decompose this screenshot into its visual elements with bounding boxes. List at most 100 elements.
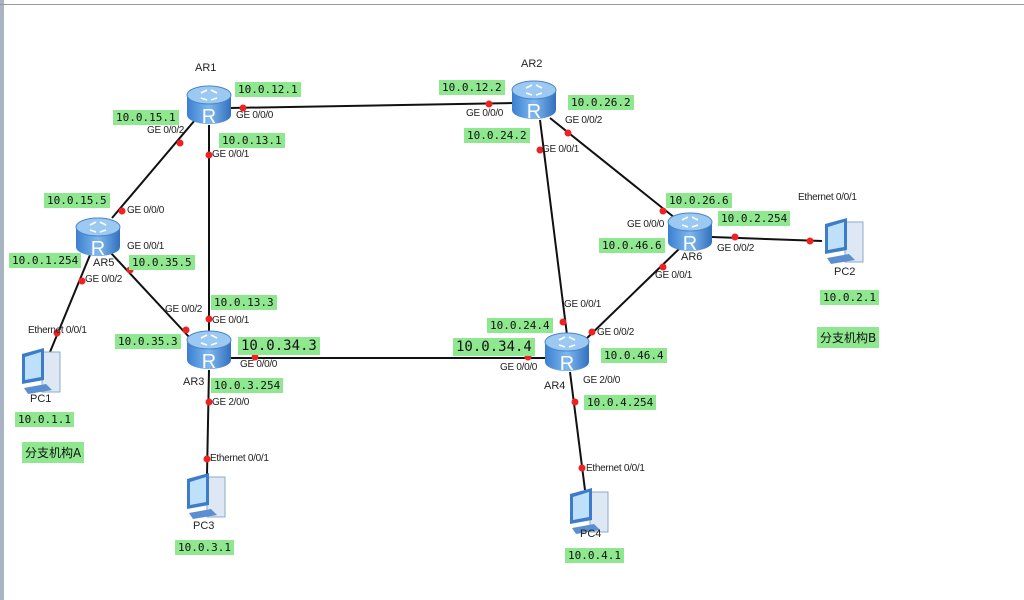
ip-label[interactable]: 10.0.26.2 xyxy=(568,95,634,110)
ip-label[interactable]: 10.0.24.2 xyxy=(464,128,530,143)
ip-label[interactable]: 10.0.34.3 xyxy=(238,337,320,355)
router-ar2[interactable]: R xyxy=(510,78,558,127)
router-ar3[interactable]: R xyxy=(185,328,233,377)
port-dot xyxy=(731,233,739,241)
router-ar5[interactable]: R xyxy=(74,215,122,264)
window-border xyxy=(0,0,4,600)
port-label: GE 0/0/1 xyxy=(564,299,602,310)
ip-label[interactable]: 10.0.35.3 xyxy=(115,334,181,349)
port-dot xyxy=(659,263,667,271)
port-dot xyxy=(536,146,544,154)
ip-label[interactable]: 10.0.24.4 xyxy=(487,318,553,333)
pc-pc2[interactable] xyxy=(819,216,869,271)
pc-pc4[interactable] xyxy=(564,486,614,541)
ip-label[interactable]: 10.0.46.6 xyxy=(599,238,665,253)
port-label: GE 0/0/1 xyxy=(655,270,693,281)
port-dot xyxy=(205,315,213,323)
router-icon: R xyxy=(544,332,590,375)
router-glyph: R xyxy=(527,101,541,122)
port-label: GE 0/0/2 xyxy=(165,304,203,315)
router-icon: R xyxy=(186,330,232,373)
port-label: Ethernet 0/0/1 xyxy=(28,325,87,336)
pc-icon xyxy=(570,488,609,534)
link[interactable] xyxy=(539,119,568,336)
ip-label[interactable]: 10.0.12.1 xyxy=(235,82,301,97)
device-name: PC3 xyxy=(193,520,215,532)
port-label: GE 0/0/1 xyxy=(542,144,580,155)
port-label: GE 0/0/2 xyxy=(147,125,185,136)
port-label: GE 2/0/0 xyxy=(212,397,250,408)
pc-icon xyxy=(22,348,61,394)
ip-label[interactable]: 10.0.46.4 xyxy=(601,348,667,363)
port-dot xyxy=(182,326,190,334)
port-label: Ethernet 0/0/1 xyxy=(586,463,645,474)
port-label: GE 2/0/0 xyxy=(583,375,621,386)
device-name: PC1 xyxy=(30,393,52,405)
router-ar1[interactable]: R xyxy=(185,83,233,132)
port-dot xyxy=(78,277,86,285)
ip-label[interactable]: 10.0.34.4 xyxy=(453,338,535,356)
pc-pc1[interactable] xyxy=(16,346,66,401)
ip-label[interactable]: 10.0.35.5 xyxy=(129,255,195,270)
ip-label[interactable]: 10.0.13.1 xyxy=(219,133,285,148)
ip-label[interactable]: 10.0.3.1 xyxy=(175,540,234,555)
link[interactable] xyxy=(229,102,516,109)
device-name: AR1 xyxy=(195,62,217,74)
router-ar6[interactable]: R xyxy=(666,210,714,259)
link[interactable] xyxy=(569,371,586,491)
port-dot xyxy=(806,237,814,245)
port-label: GE 0/0/0 xyxy=(466,108,504,119)
ip-label[interactable]: 10.0.15.5 xyxy=(44,193,110,208)
router-glyph: R xyxy=(202,106,216,127)
ip-label[interactable]: 10.0.26.6 xyxy=(666,193,732,208)
port-label: GE 0/0/0 xyxy=(127,205,165,216)
port-dot xyxy=(559,318,567,326)
port-label: GE 0/0/0 xyxy=(627,219,665,230)
port-dot xyxy=(239,104,247,112)
ip-label[interactable]: 10.0.2.1 xyxy=(820,290,879,305)
ip-label[interactable]: 10.0.12.2 xyxy=(439,80,505,95)
link[interactable] xyxy=(109,251,191,339)
ip-label[interactable]: 10.0.1.254 xyxy=(9,253,82,268)
ip-label[interactable]: 10.0.1.1 xyxy=(15,412,74,427)
pc-icon xyxy=(825,218,864,264)
port-label: GE 0/0/1 xyxy=(127,241,165,252)
port-dot xyxy=(485,100,493,108)
port-label: GE 0/0/2 xyxy=(565,115,603,126)
port-dot xyxy=(205,398,213,406)
port-dot xyxy=(176,139,184,147)
port-label: GE 0/0/2 xyxy=(85,274,123,285)
ip-label[interactable]: 10.0.15.1 xyxy=(113,110,179,125)
router-icon: R xyxy=(186,85,232,128)
router-ar4[interactable]: R xyxy=(543,330,591,379)
ip-label[interactable]: 10.0.13.3 xyxy=(211,295,277,310)
ip-label[interactable]: 10.0.4.1 xyxy=(565,548,624,563)
router-glyph: R xyxy=(202,351,216,372)
port-dot xyxy=(53,329,61,337)
pc-pc3[interactable] xyxy=(181,471,231,526)
port-label: GE 0/0/0 xyxy=(236,110,274,121)
site-label[interactable]: 分支机构B xyxy=(817,327,880,348)
port-dot xyxy=(203,455,211,463)
port-dot xyxy=(118,207,126,215)
port-label: Ethernet 0/0/1 xyxy=(798,192,857,203)
ip-label[interactable]: 10.0.2.254 xyxy=(718,211,791,226)
port-label: GE 0/0/0 xyxy=(500,362,538,373)
link[interactable] xyxy=(49,254,91,353)
ip-label[interactable]: 10.0.4.254 xyxy=(584,395,657,410)
port-dot xyxy=(571,398,579,406)
ip-label[interactable]: 10.0.3.254 xyxy=(211,378,284,393)
router-icon: R xyxy=(511,80,557,123)
link[interactable] xyxy=(711,236,823,242)
port-dot xyxy=(588,328,596,336)
router-icon: R xyxy=(667,212,713,255)
port-label: GE 0/0/1 xyxy=(212,149,250,160)
link[interactable] xyxy=(584,247,681,341)
link[interactable] xyxy=(111,119,196,219)
device-name: AR2 xyxy=(521,58,543,70)
port-label: GE 0/0/0 xyxy=(240,359,278,370)
site-label[interactable]: 分支机构A xyxy=(22,442,85,463)
router-glyph: R xyxy=(560,353,574,374)
